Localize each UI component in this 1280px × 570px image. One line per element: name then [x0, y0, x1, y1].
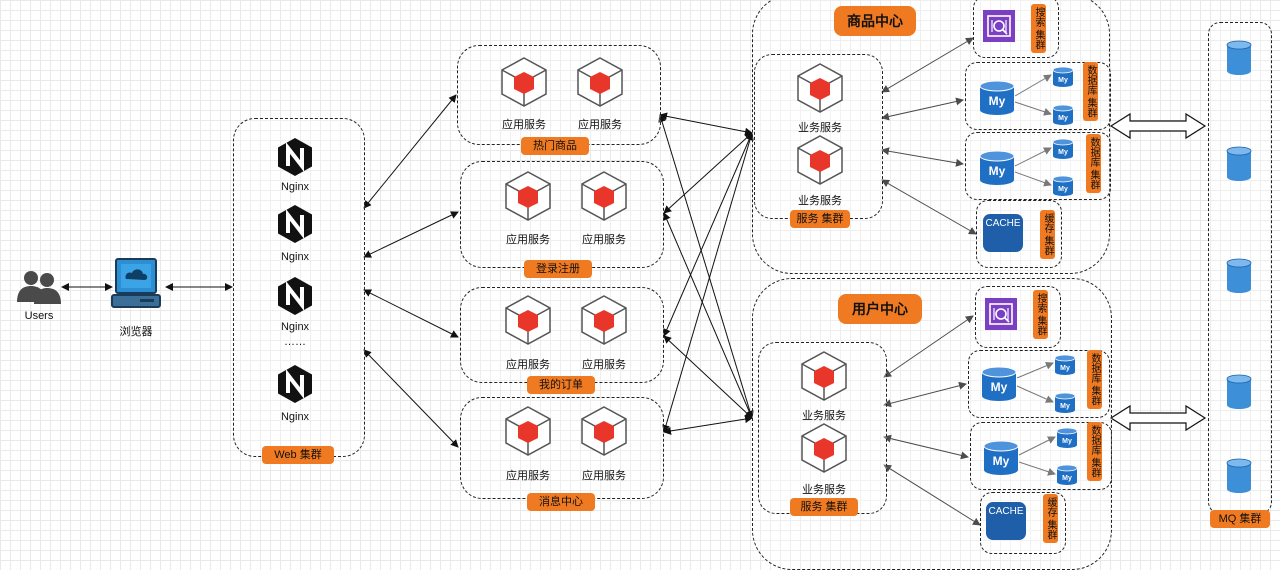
nginx-icon: [278, 138, 312, 176]
mysql-db-small-icon: My: [1052, 66, 1074, 87]
cache-cluster-tag: 缓存 集群: [1040, 210, 1055, 259]
cube-icon: [581, 406, 627, 456]
cache-text: CACHE: [988, 506, 1024, 517]
app-group-messages: [460, 397, 664, 499]
db-icon-text: My: [1062, 475, 1072, 482]
biz-service-label: 业务服务: [802, 410, 846, 422]
nginx-icon: [278, 277, 312, 315]
nginx-label: Nginx: [280, 181, 310, 193]
service-cluster-tag: 服务 集群: [790, 210, 850, 228]
app-service-label: 应用服务: [582, 359, 626, 371]
cache-text: CACHE: [985, 218, 1021, 229]
db-icon-text: My: [1060, 365, 1070, 372]
app-service-label: 应用服务: [578, 119, 622, 131]
browser-node: 浏览器: [108, 257, 164, 338]
db-icon-text: My: [989, 94, 1006, 108]
center-title: 用户中心: [838, 294, 922, 324]
db-cluster-tag: 数据库 集群: [1083, 62, 1098, 121]
service-cluster-tag: 服务 集群: [790, 498, 858, 516]
mysql-db-small-icon: My: [1052, 104, 1074, 125]
web-cluster-tag: Web 集群: [262, 446, 334, 464]
db-icon-text: My: [1062, 438, 1072, 445]
mq-queue-icon: [1226, 458, 1252, 493]
mq-queue-icon: [1226, 374, 1252, 409]
nginx-icon: [278, 365, 312, 403]
search-cluster-tag: 搜索 集群: [1031, 4, 1046, 53]
cube-icon: [797, 135, 843, 185]
mysql-db-small-icon: My: [1052, 175, 1074, 196]
db-icon-text: My: [1058, 77, 1068, 84]
mysql-db-small-icon: My: [1054, 392, 1076, 413]
nginx-ellipsis: ……: [284, 336, 306, 348]
db-icon-text: My: [991, 380, 1008, 394]
app-service-label: 应用服务: [506, 470, 550, 482]
db-icon-text: My: [1058, 186, 1068, 193]
search-cluster-tag: 搜索 集群: [1033, 290, 1048, 339]
cube-icon: [577, 57, 623, 107]
cube-icon: [505, 406, 551, 456]
app-group-hot-products: [457, 45, 661, 145]
biz-service-label: 业务服务: [798, 122, 842, 134]
cache-cluster-tag: 缓存 集群: [1043, 494, 1058, 543]
biz-service-label: 业务服务: [798, 195, 842, 207]
db-icon-text: My: [1058, 149, 1068, 156]
db-icon-text: My: [993, 454, 1010, 468]
db-cluster-tag: 数据库 集群: [1087, 422, 1102, 481]
mysql-db-small-icon: My: [1052, 138, 1074, 159]
db-icon-text: My: [1058, 115, 1068, 122]
connector-arrows: [61, 37, 1207, 526]
biz-service-label: 业务服务: [802, 484, 846, 496]
users-icon: [17, 271, 61, 304]
mq-queue-icon: [1226, 258, 1252, 293]
app-group-tag: 消息中心: [527, 493, 595, 511]
app-service-label: 应用服务: [506, 359, 550, 371]
app-service-label: 应用服务: [502, 119, 546, 131]
users-node: Users: [14, 266, 64, 326]
mysql-db-small-icon: My: [1054, 354, 1076, 375]
app-service-label: 应用服务: [506, 234, 550, 246]
browser-label: 浏览器: [119, 326, 153, 338]
db-cluster-tag: 数据库 集群: [1086, 134, 1101, 193]
mq-queue-icon: [1226, 40, 1252, 75]
search-icon: [983, 10, 1015, 42]
search-icon: [985, 298, 1017, 330]
center-title: 商品中心: [834, 6, 916, 36]
app-group-tag: 我的订单: [527, 376, 595, 394]
cube-icon: [801, 351, 847, 401]
app-service-label: 应用服务: [582, 234, 626, 246]
app-group-tag: 登录注册: [524, 260, 592, 278]
mysql-db-icon: My: [983, 440, 1019, 475]
cache-icon: CACHE: [983, 214, 1023, 252]
mysql-db-icon: My: [979, 80, 1015, 115]
nginx-label: Nginx: [280, 251, 310, 263]
cube-icon: [505, 171, 551, 221]
mq-queue-icon: [1226, 146, 1252, 181]
cube-icon: [505, 295, 551, 345]
users-label: Users: [24, 310, 54, 322]
cache-icon: CACHE: [986, 502, 1026, 540]
cube-icon: [501, 57, 547, 107]
mq-cluster-tag: MQ 集群: [1210, 510, 1270, 528]
nginx-label: Nginx: [280, 411, 310, 423]
app-service-label: 应用服务: [582, 470, 626, 482]
mysql-db-small-icon: My: [1056, 464, 1078, 485]
nginx-icon: [278, 205, 312, 243]
browser-icon: [111, 258, 161, 308]
cube-icon: [581, 295, 627, 345]
mysql-db-small-icon: My: [1056, 427, 1078, 448]
db-icon-text: My: [1060, 403, 1070, 410]
db-icon-text: My: [989, 164, 1006, 178]
db-cluster-tag: 数据库 集群: [1087, 350, 1102, 409]
nginx-label: Nginx: [280, 321, 310, 333]
app-group-orders: [460, 287, 664, 383]
cube-icon: [797, 63, 843, 113]
app-group-login: [460, 161, 664, 268]
mysql-db-icon: My: [979, 150, 1015, 185]
cube-icon: [581, 171, 627, 221]
cube-icon: [801, 423, 847, 473]
app-group-tag: 热门商品: [521, 137, 589, 155]
mysql-db-icon: My: [981, 366, 1017, 401]
